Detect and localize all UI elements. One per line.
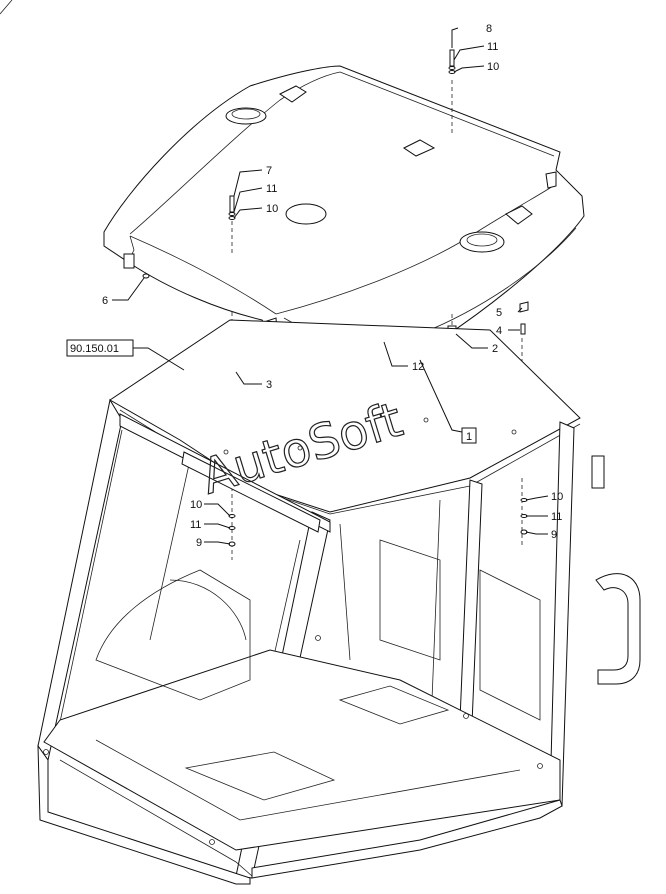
callout-11-top: 11: [487, 41, 498, 53]
roof-panel: [103, 65, 585, 360]
callout-8: 8: [486, 23, 492, 35]
callout-9-lower-left: 9: [196, 537, 202, 549]
callout-box-1: 1: [461, 427, 477, 444]
callout-6: 6: [102, 295, 108, 307]
cab-frame: [37, 319, 641, 885]
callout-9-lower-right: 9: [551, 529, 557, 541]
callout-11-mid: 11: [266, 183, 277, 195]
reference-box-label: 90.150.01: [70, 343, 119, 355]
callout-10-lower-right: 10: [551, 491, 563, 503]
callout-4: 4: [496, 325, 502, 337]
callout-2: 2: [492, 343, 498, 355]
callout-11-lower-right: 11: [551, 511, 562, 523]
callout-7: 7: [266, 165, 272, 177]
callout-3: 3: [266, 379, 272, 391]
callout-10-top: 10: [487, 61, 499, 73]
callout-11-lower-left: 11: [190, 519, 201, 531]
callout-10-mid: 10: [266, 203, 278, 215]
callout-12: 12: [412, 361, 424, 373]
callout-5: 5: [496, 307, 502, 319]
reference-box-90-150-01: 90.150.01: [66, 339, 134, 357]
callout-labels: 8 11 10 7 11 10 6 3 12 2 4 5 10 11 9 10 …: [102, 23, 563, 549]
callout-10-lower-left: 10: [190, 499, 202, 511]
callout-box-label: 1: [466, 431, 472, 443]
leader-lines: [112, 27, 549, 545]
corner-mark: [0, 0, 13, 15]
